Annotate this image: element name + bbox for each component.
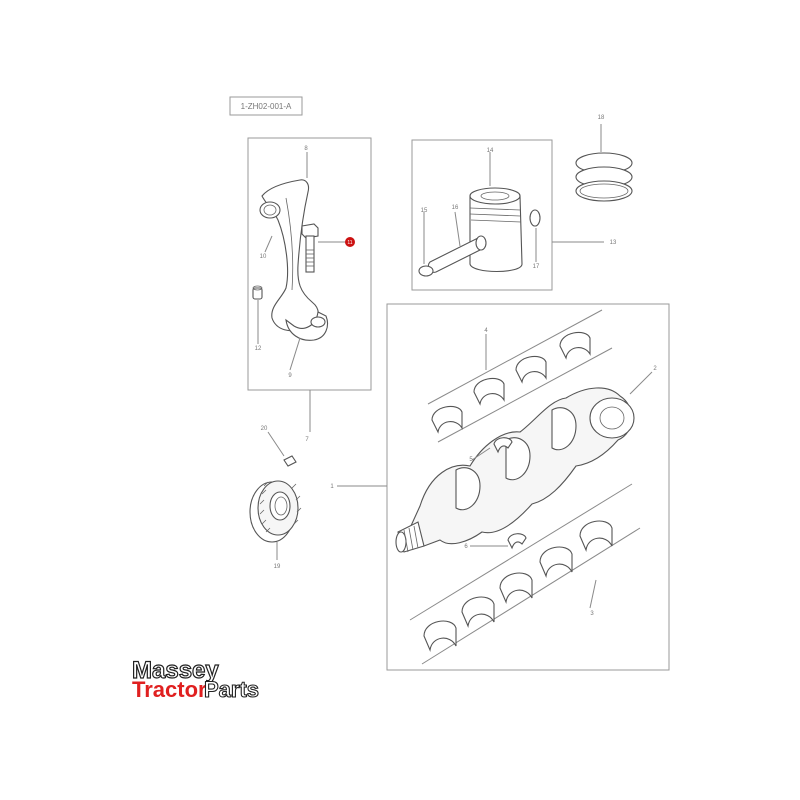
callout-10: 10 — [260, 254, 267, 260]
callout-9: 9 — [288, 373, 292, 379]
upper-bearing-shells — [427, 309, 613, 443]
piston-rings-drawing — [575, 124, 633, 202]
callout-17: 17 — [533, 264, 540, 270]
callout-5: 5 — [469, 457, 473, 463]
callout-12: 12 — [255, 346, 262, 352]
connecting-rod-bolt-drawing — [301, 223, 319, 273]
callout-11: 11 — [347, 240, 352, 246]
crankshaft-drawing — [395, 387, 635, 553]
callout-6: 6 — [464, 544, 468, 550]
reference-code: 1-ZH02-001-A — [241, 102, 292, 111]
connecting-rod-group — [247, 137, 372, 432]
callout-20: 20 — [261, 426, 268, 432]
callout-13: 13 — [610, 240, 617, 246]
callout-15: 15 — [421, 208, 428, 214]
callout-7: 7 — [305, 437, 309, 443]
lower-bearing-shells — [409, 483, 641, 665]
logo-line-massey: Massey — [132, 657, 219, 684]
crank-gear-drawing — [249, 480, 302, 560]
callout-14: 14 — [487, 148, 494, 154]
piston-group — [411, 139, 604, 291]
callout-16: 16 — [452, 205, 459, 211]
callout-2: 2 — [653, 366, 657, 372]
piston-drawing — [418, 187, 541, 277]
logo-line-parts: Parts — [204, 677, 259, 702]
callout-3: 3 — [590, 611, 594, 617]
connecting-rod-drawing — [252, 179, 329, 341]
massey-tractor-parts-logo: Massey Tractor Parts — [131, 656, 259, 702]
callout-19: 19 — [274, 564, 281, 570]
callout-8-top: 8 — [304, 146, 308, 152]
reference-code-box: 1-ZH02-001-A — [229, 96, 303, 116]
callout-4: 4 — [484, 328, 488, 334]
crankshaft-group — [337, 303, 670, 671]
plug-drawing — [267, 431, 297, 467]
callout-11-highlight — [345, 237, 355, 247]
callout-18: 18 — [598, 115, 605, 121]
callout-1: 1 — [330, 484, 334, 490]
logo-line-tractor: Tractor — [132, 677, 207, 702]
